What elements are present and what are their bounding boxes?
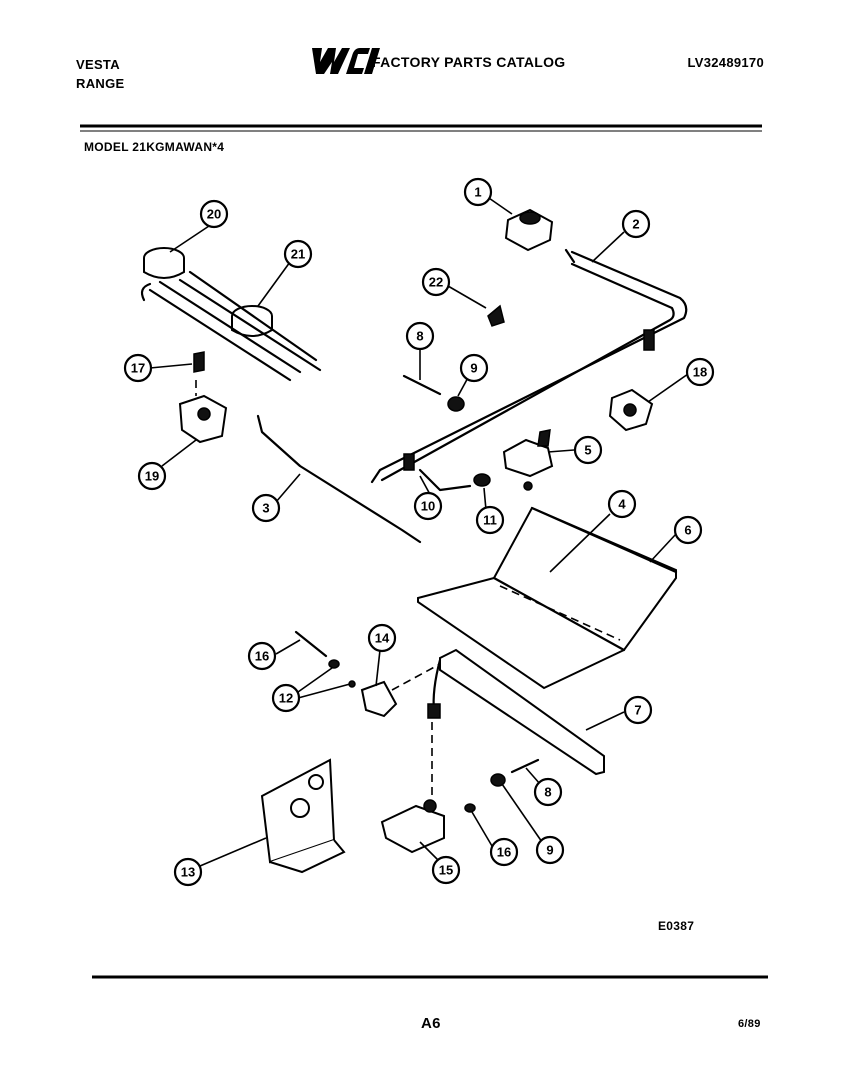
- callout-8: 8: [405, 321, 435, 351]
- callout-label: 19: [145, 469, 159, 484]
- part-oven-burner: [427, 648, 605, 776]
- callout-label: 14: [375, 631, 390, 646]
- callout-5: 5: [573, 435, 603, 465]
- callout-label: 22: [429, 275, 443, 290]
- part-baffle: [417, 506, 678, 690]
- diagram-reference-code: E0387: [658, 919, 695, 933]
- model-label: MODEL 21KGMAWAN*4: [84, 140, 225, 154]
- callout-11: 11: [475, 505, 505, 535]
- callout-22: 22: [421, 267, 451, 297]
- part-ignitor-bracket: [360, 680, 398, 718]
- callout-label: 13: [181, 865, 195, 880]
- callout-20: 20: [199, 199, 229, 229]
- part-top-burners: [140, 247, 322, 382]
- callout-16-lower: 16: [489, 837, 519, 867]
- callout-label: 11: [483, 513, 497, 528]
- brand-name: VESTA: [76, 57, 120, 72]
- print-date: 6/89: [738, 1018, 761, 1030]
- callout-label: 17: [131, 361, 145, 376]
- part-pin-lower: [510, 758, 540, 774]
- part-valve-left: [178, 394, 228, 444]
- callout-label: 16: [497, 845, 511, 860]
- callout-9: 9: [459, 353, 489, 383]
- callout-4: 4: [607, 489, 637, 519]
- callout-label: 8: [416, 329, 423, 344]
- callout-label: 7: [634, 703, 641, 718]
- callout-3: 3: [251, 493, 281, 523]
- callout-label: 4: [618, 497, 626, 512]
- callout-6: 6: [673, 515, 703, 545]
- callout-label: 5: [584, 443, 591, 458]
- callout-2: 2: [621, 209, 651, 239]
- callout-17: 17: [123, 353, 153, 383]
- wci-logo: [312, 48, 380, 74]
- callout-label: 21: [291, 247, 305, 262]
- callout-21: 21: [283, 239, 313, 269]
- catalog-title: FACTORY PARTS CATALOG: [372, 54, 566, 70]
- callout-12: 12: [271, 683, 301, 713]
- callout-1: 1: [463, 177, 493, 207]
- part-manifold-pipe: [370, 248, 688, 484]
- part-nut-upper: [447, 396, 465, 412]
- callout-label: 9: [470, 361, 477, 376]
- callout-18: 18: [685, 357, 715, 387]
- callout-label: 18: [693, 365, 707, 380]
- part-regulator: [502, 429, 554, 491]
- callout-label: 10: [421, 499, 435, 514]
- callout-8-lower: 8: [533, 777, 563, 807]
- part-screw-left: [294, 630, 328, 658]
- assembly-line: [391, 663, 441, 691]
- part-valve: [504, 208, 554, 252]
- part-oven-valve: [608, 388, 654, 432]
- callout-label: 3: [262, 501, 269, 516]
- part-fitting: [473, 473, 491, 487]
- part-pin-upper: [402, 374, 442, 396]
- part-thermocouple-tube: [256, 414, 422, 544]
- part-clip: [193, 351, 205, 373]
- page-number: A6: [421, 1015, 441, 1032]
- document-number: LV32489170: [687, 55, 764, 70]
- callout-label: 6: [684, 523, 691, 538]
- callout-label: 9: [546, 843, 553, 858]
- callout-label: 15: [439, 863, 453, 878]
- callout-10: 10: [413, 491, 443, 521]
- callout-9-lower: 9: [535, 835, 565, 865]
- part-washer-left: [328, 659, 340, 669]
- callout-label: 12: [279, 691, 293, 706]
- callout-label: 16: [255, 649, 269, 664]
- callout-label: 20: [207, 207, 221, 222]
- callout-label: 1: [474, 185, 481, 200]
- callout-7: 7: [623, 695, 653, 725]
- part-safety-valve: [380, 799, 445, 854]
- part-mounting-plate: [260, 758, 346, 874]
- callout-label: 8: [544, 785, 551, 800]
- part-bracket: [487, 304, 505, 327]
- part-washer-lower: [464, 803, 476, 813]
- callout-15: 15: [431, 855, 461, 885]
- part-nut-lower: [490, 773, 506, 787]
- product-type: RANGE: [76, 76, 125, 91]
- callout-19: 19: [137, 461, 167, 491]
- callout-label: 2: [632, 217, 639, 232]
- callout-16: 16: [247, 641, 277, 671]
- part-tube: [418, 468, 472, 492]
- callout-13: 13: [173, 857, 203, 887]
- leader-lines: [149, 195, 689, 867]
- callout-14: 14: [367, 623, 397, 653]
